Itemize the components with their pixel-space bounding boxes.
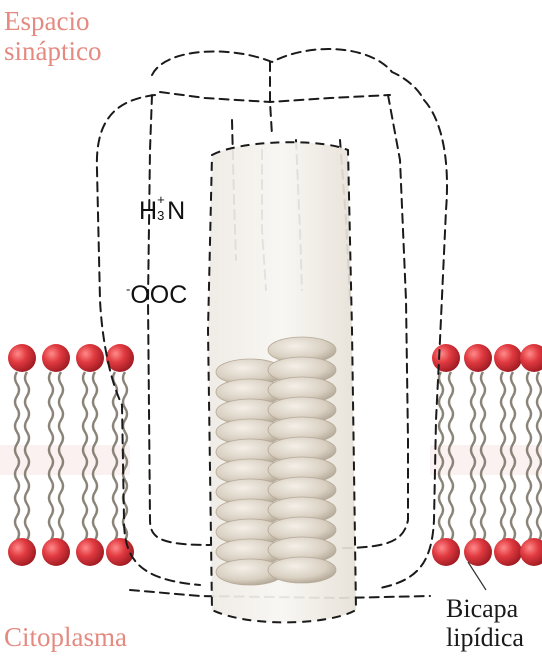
lipid-bilayer-label-line1: Bicapa (446, 594, 524, 623)
amino-count: 3 (157, 209, 164, 224)
subunit-outline-right (380, 100, 447, 588)
amino-h: H (139, 197, 157, 225)
amino-n: N (167, 197, 185, 225)
lipid-tail (93, 372, 97, 540)
lipid-tail (471, 372, 475, 540)
lipid-tail (439, 372, 443, 540)
lipid-head (8, 538, 36, 566)
lipid-tail (501, 372, 505, 540)
lipid-head (76, 538, 104, 566)
lipid-head (432, 538, 460, 566)
lipid-tail (449, 372, 453, 540)
lipid-head (520, 538, 542, 566)
subunit-outline-top (152, 49, 424, 100)
lipid-head (106, 538, 134, 566)
subunit-outline-mid (270, 62, 272, 135)
carboxyl-group: OOC (130, 281, 187, 309)
synaptic-space-label-line1: Espacio (4, 6, 101, 36)
lipid-tail (527, 372, 531, 540)
synaptic-space-label: Espacio sináptico (4, 6, 101, 66)
lipid-tail (113, 372, 117, 540)
helix-turn (268, 557, 336, 583)
lipid-head (42, 538, 70, 566)
subunit-outline-top-ridge (160, 92, 390, 102)
lipid-head (464, 344, 492, 372)
lipid-tail (15, 372, 19, 540)
lipid-head (42, 344, 70, 372)
lipid-tail (511, 372, 515, 540)
transmembrane-subunit (208, 142, 356, 622)
lipid-bilayer-right (430, 344, 542, 566)
lipid-tail (49, 372, 53, 540)
lipid-tail (59, 372, 63, 540)
bilayer-pointer-line (468, 562, 486, 590)
lipid-head (76, 344, 104, 372)
cytoplasm-label: Citoplasma (4, 622, 127, 652)
lipid-bilayer-label-line2: lipídica (446, 623, 524, 652)
lipid-head (432, 344, 460, 372)
lipid-tail (25, 372, 29, 540)
synaptic-space-label-line2: sináptico (4, 36, 101, 66)
lipid-tail (83, 372, 87, 540)
lipid-bilayer-label: Bicapa lipídica (446, 594, 524, 652)
lipid-head (494, 344, 522, 372)
lipid-head (8, 344, 36, 372)
subunit-outline-inner-left (148, 95, 210, 545)
carboxyl-terminus-label: -OOC (126, 281, 187, 309)
lipid-head (464, 538, 492, 566)
lipid-tail (481, 372, 485, 540)
lipid-tail (537, 372, 541, 540)
lipid-head (520, 344, 542, 372)
lipid-head (494, 538, 522, 566)
lipid-bilayer-left (0, 344, 134, 566)
amino-charge: + (157, 193, 165, 208)
